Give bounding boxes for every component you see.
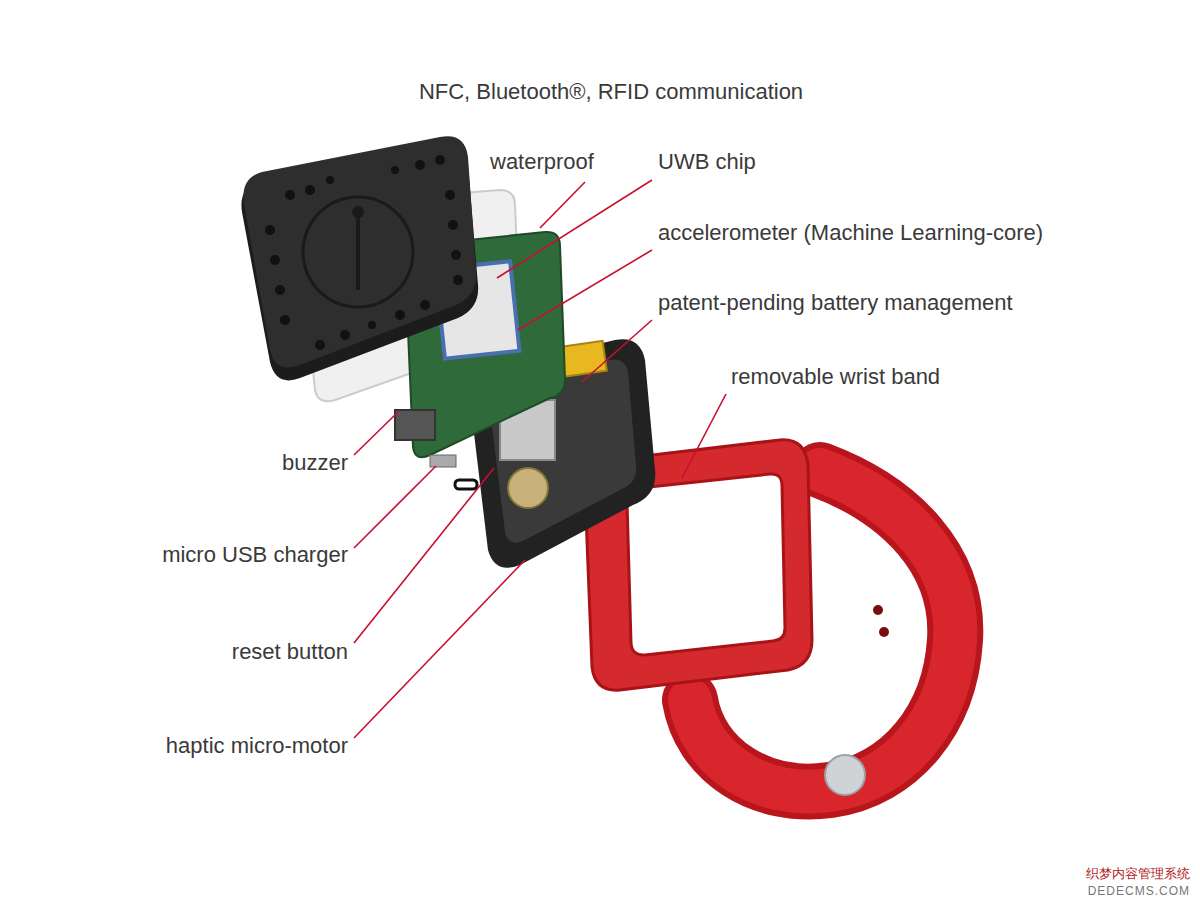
watermark: DEDECMS.COM bbox=[1088, 884, 1190, 898]
part-label: patent-pending battery management bbox=[658, 290, 1013, 316]
part-label: accelerometer (Machine Learning-core) bbox=[658, 220, 1043, 246]
part-label: waterproof bbox=[490, 149, 594, 175]
top-cap bbox=[241, 136, 478, 380]
communication-label: NFC, Bluetooth®, RFID communication bbox=[419, 79, 803, 105]
part-label: removable wrist band bbox=[731, 364, 940, 390]
part-label: micro USB charger bbox=[162, 542, 348, 568]
part-label: reset button bbox=[232, 639, 348, 665]
watermark: 织梦内容管理系统 bbox=[1086, 866, 1190, 882]
part-label: UWB chip bbox=[658, 149, 756, 175]
part-label: haptic micro-motor bbox=[166, 733, 348, 759]
part-label: buzzer bbox=[282, 450, 348, 476]
leader-lines bbox=[354, 180, 726, 738]
